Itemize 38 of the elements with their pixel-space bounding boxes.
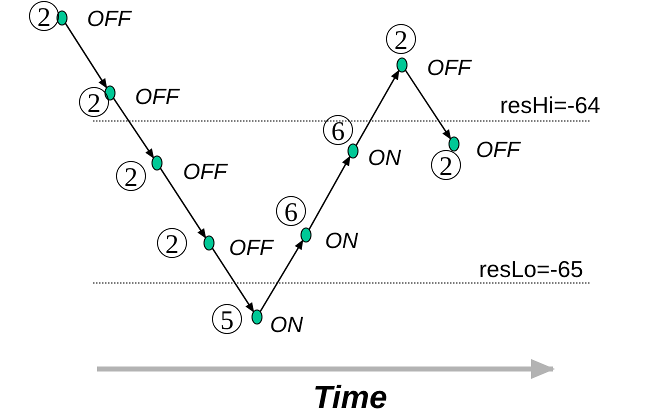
arrow <box>64 22 108 89</box>
circled-number: 6 <box>276 196 306 226</box>
state-label: OFF <box>229 236 273 260</box>
state-label: ON <box>325 229 358 253</box>
circled-number: 6 <box>323 115 353 145</box>
state-label: OFF <box>427 56 471 80</box>
arrow <box>260 240 304 312</box>
threshold-label: resHi=-64 <box>500 92 600 119</box>
circled-number: 5 <box>212 304 242 334</box>
state-dot <box>151 155 163 171</box>
state-dot <box>56 10 68 26</box>
threshold-label: resLo=-65 <box>479 256 584 283</box>
arrow <box>308 156 351 230</box>
arrow <box>112 98 154 159</box>
state-dot <box>203 235 215 251</box>
circled-number: 2 <box>79 87 109 117</box>
state-label: ON <box>270 313 303 337</box>
arrow <box>404 70 452 140</box>
state-dot <box>448 136 460 152</box>
arrow <box>160 168 206 239</box>
arrow <box>355 70 400 146</box>
circled-number: 2 <box>116 161 146 191</box>
state-dot <box>251 309 263 325</box>
state-label: OFF <box>135 85 179 109</box>
circled-number: 2 <box>431 150 461 180</box>
state-dot <box>104 85 116 101</box>
state-dot <box>347 143 359 159</box>
state-dot <box>396 57 408 73</box>
axis-label: Time <box>313 379 388 415</box>
state-label: OFF <box>183 160 227 184</box>
circled-number: 2 <box>386 24 416 54</box>
circled-number: 2 <box>157 228 187 258</box>
arrow <box>212 248 254 313</box>
state-label: OFF <box>87 7 131 31</box>
circled-number: 2 <box>29 1 59 31</box>
state-label: OFF <box>476 138 520 162</box>
state-dot <box>300 227 312 243</box>
state-label: ON <box>368 146 401 170</box>
